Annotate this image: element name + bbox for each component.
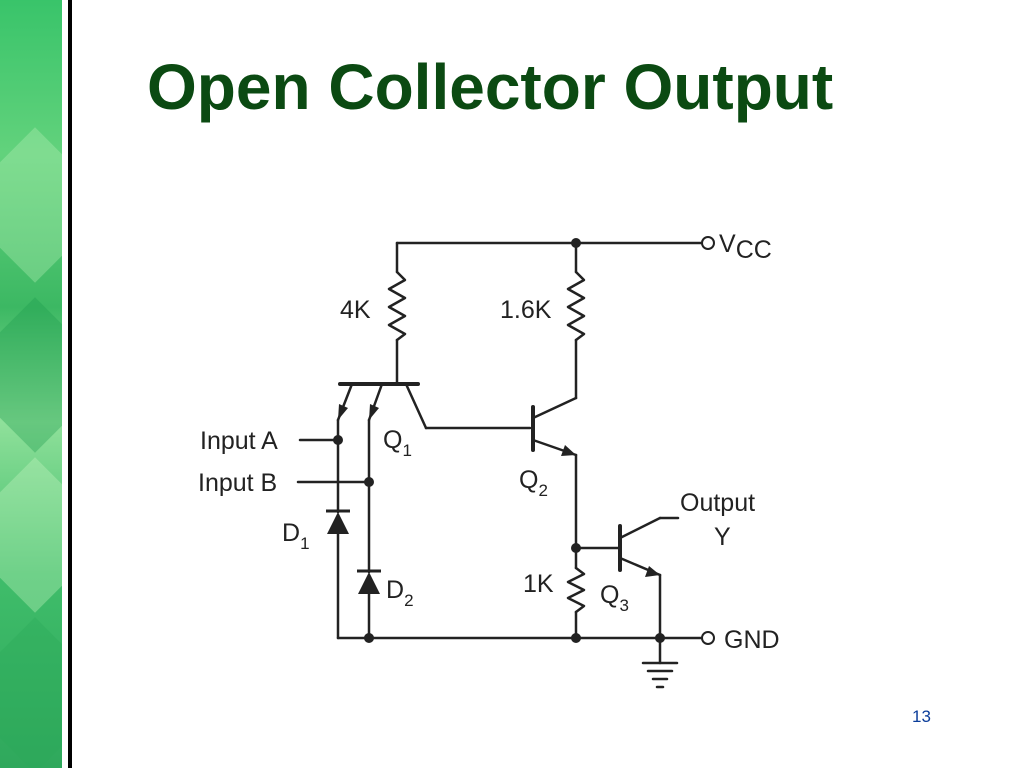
side-rule (68, 0, 72, 768)
r3-label: 1K (523, 570, 554, 598)
output-label: Output (680, 489, 755, 517)
vcc-terminal (701, 236, 715, 250)
d1-label: D1 (282, 519, 310, 553)
q2-label: Q2 (519, 466, 548, 500)
r1-label: 4K (340, 296, 371, 324)
page-number: 13 (912, 707, 931, 726)
input-b-label: Input B (198, 469, 277, 497)
output-y-label: Y (714, 523, 731, 551)
q3-label: Q3 (600, 581, 629, 615)
vcc-label: VCC (719, 230, 772, 264)
q1-collector (404, 382, 428, 430)
resistor-1-6k (566, 270, 586, 342)
resistor-4k (387, 270, 407, 342)
q1-label: Q1 (383, 426, 412, 460)
side-gap (62, 0, 68, 768)
gnd-label: GND (724, 626, 780, 654)
diode-d2 (358, 572, 380, 594)
r2-label: 1.6K (500, 296, 552, 324)
decorative-side-band (0, 0, 62, 768)
diode-d1 (327, 512, 349, 534)
q3-arrow (645, 566, 660, 577)
slide-title: Open Collector Output (147, 51, 834, 123)
d2-label: D2 (386, 576, 414, 610)
q1-arrow-a (338, 404, 348, 420)
q1-arrow-b (369, 404, 379, 420)
q2-arrow (561, 445, 576, 456)
resistor-1k (566, 566, 586, 614)
input-a-label: Input A (200, 427, 278, 455)
gnd-terminal (701, 631, 715, 645)
